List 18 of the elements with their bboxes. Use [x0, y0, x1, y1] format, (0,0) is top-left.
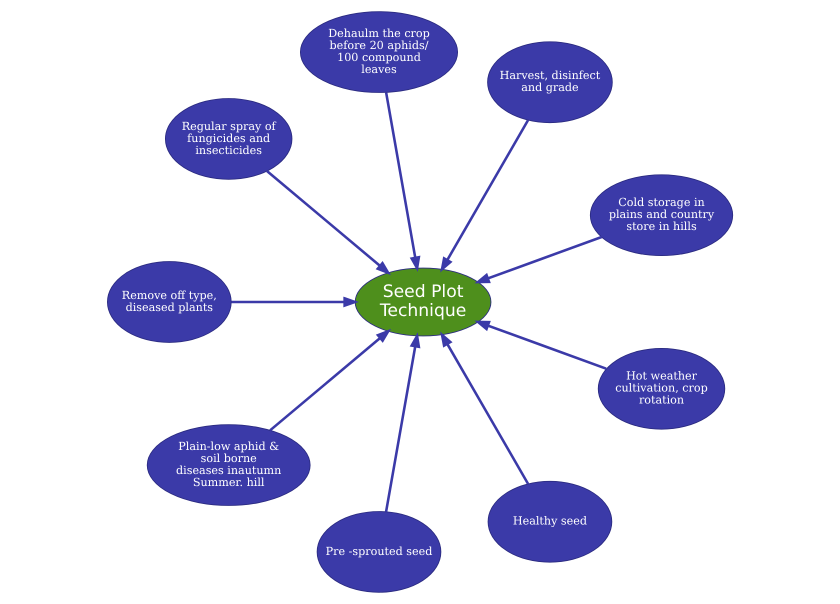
arrow [474, 320, 607, 370]
node-ellipse: Dehaulm the crop before 20 aphids/ 100 compound leaves [300, 11, 458, 93]
arrow [440, 332, 530, 484]
node-ellipse: Healthy seed [488, 480, 612, 563]
node-ellipse: Hot weather cultivation, crop rotation [598, 348, 726, 430]
node-ellipse: Regular spray of fungicides and insecticides [164, 98, 292, 180]
node-ellipse: Plain-low aphid & soil borne diseases inautumn Summer. hill [146, 424, 311, 506]
node-ellipse: Pre -sprouted seed [316, 511, 442, 593]
arrow [440, 120, 530, 272]
node-ellipse: Cold storage in plains and country store in hills [590, 174, 734, 256]
arrow [231, 296, 359, 308]
node-ellipse: Harvest, disinfect and grade [487, 41, 613, 124]
node-ellipse: Remove off type, diseased plants [107, 261, 232, 343]
arrow [474, 236, 602, 284]
arrow [269, 328, 392, 432]
arrow [266, 170, 391, 276]
arrow [384, 92, 420, 272]
arrow [384, 332, 420, 512]
